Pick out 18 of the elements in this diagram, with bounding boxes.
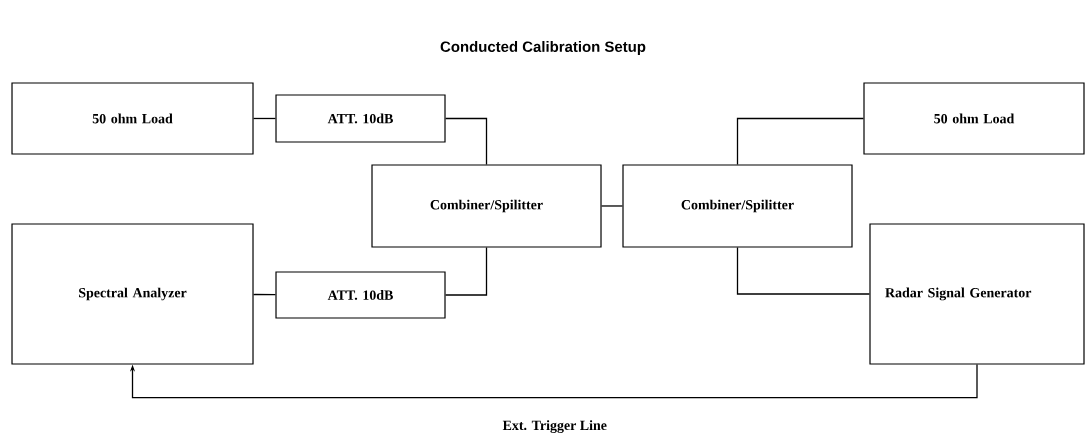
load-box: 50 ohm Load	[863, 82, 1085, 155]
analyzer-box: Spectral Analyzer	[11, 223, 254, 365]
attenuator-box: ATT. 10dB	[275, 94, 446, 143]
edge-label: Ext. Trigger Line	[502, 420, 607, 433]
load-box: 50 ohm Load	[11, 82, 254, 155]
connector-line	[736, 246, 871, 295]
arrow	[129, 363, 978, 399]
connector-line	[252, 117, 277, 120]
generator-box: Radar Signal Generator	[869, 223, 1085, 365]
combiner-box: Combiner/Spilitter	[371, 164, 602, 248]
attenuator-box: ATT. 10dB	[275, 271, 446, 319]
connector-line	[444, 246, 488, 296]
connector-line	[736, 117, 865, 166]
connector-line	[252, 293, 277, 296]
combiner-box: Combiner/Spilitter	[622, 164, 853, 248]
connector-line	[600, 205, 624, 207]
title: Conducted Calibration Setup	[440, 41, 646, 55]
connector-line	[444, 117, 488, 166]
